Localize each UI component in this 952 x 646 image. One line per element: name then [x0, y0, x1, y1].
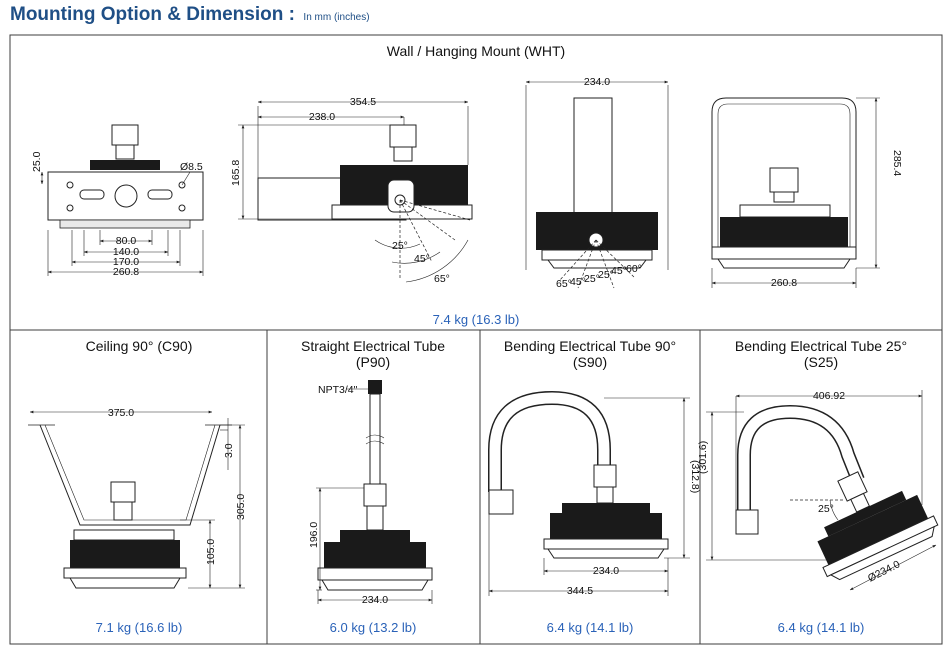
bend25-drawing	[706, 390, 939, 591]
straight-thread: NPT3/4"	[318, 384, 358, 396]
yoke-side-drawing	[711, 97, 880, 288]
wall-side-dim-238: 238.0	[309, 111, 335, 123]
outer-frame	[9, 34, 943, 645]
bend90-title-1: Bending Electrical Tube 90°	[504, 338, 676, 354]
wall-side-angle-25: 25°	[392, 240, 408, 252]
wall-side-angle-65: 65°	[434, 273, 450, 285]
wall-side-dim-354: 354.5	[350, 96, 376, 108]
title-text: Mounting Option & Dimension :	[10, 4, 295, 25]
yoke-front-angle-25b: 25°	[598, 269, 614, 281]
unit-note: In mm (inches)	[303, 12, 370, 23]
wall-front-dim-260: 260.8	[113, 266, 139, 278]
yoke-front-angle-45b: 45°	[611, 265, 627, 277]
bend90-weight: 6.4 kg (14.1 lb)	[547, 620, 634, 635]
yoke-front-drawing	[525, 80, 669, 289]
yoke-front-dim-234: 234.0	[584, 76, 610, 88]
bend25-title-2: (S25)	[804, 354, 838, 370]
straight-title-1: Straight Electrical Tube	[301, 338, 445, 354]
bend25-title-1: Bending Electrical Tube 25°	[735, 338, 907, 354]
bend25-dim-301: (301.6)	[697, 441, 709, 474]
wall-front-dim-170: 170.0	[113, 256, 139, 268]
straight-dim-196: 196.0	[308, 522, 320, 548]
wall-side-dim-165: 165.8	[230, 160, 242, 186]
yoke-front-angle-25a: 25°	[584, 273, 600, 285]
wall-title: Wall / Hanging Mount (WHT)	[387, 43, 565, 59]
wall-front-dim-hole: Ø8.5	[180, 161, 203, 173]
yoke-side-dim-260: 260.8	[771, 277, 797, 289]
straight-title-2: (P90)	[356, 354, 390, 370]
bend25-dim-406: 406.92	[813, 390, 845, 402]
yoke-front-angle-45: 45°	[570, 276, 586, 288]
wall-side-drawing	[238, 100, 473, 283]
straight-dim-234: 234.0	[362, 594, 388, 606]
wall-front-drawing	[40, 124, 204, 276]
ceiling-title: Ceiling 90° (C90)	[86, 338, 193, 354]
yoke-side-dim-285: 285.4	[891, 150, 903, 176]
ceiling-drawing	[28, 410, 245, 589]
bend90-dim-234: 234.0	[593, 565, 619, 577]
ceiling-dim-105: 105.0	[205, 539, 217, 565]
wall-weight: 7.4 kg (16.3 lb)	[433, 312, 520, 327]
wall-front-dim-80: 80.0	[116, 235, 137, 247]
bend90-dim-344: 344.5	[567, 585, 593, 597]
bend25-angle-25: 25°	[818, 503, 834, 515]
straight-weight: 6.0 kg (13.2 lb)	[330, 620, 417, 635]
bend90-dim-312: (312.8)	[689, 460, 701, 493]
bend90-title-2: (S90)	[573, 354, 607, 370]
wall-front-dim-25: 25.0	[31, 151, 43, 172]
ceiling-weight: 7.1 kg (16.6 lb)	[96, 620, 183, 635]
wall-side-angle-45: 45°	[414, 253, 430, 265]
ceiling-dim-3: 3.0	[223, 443, 235, 458]
wall-front-dim-140: 140.0	[113, 246, 139, 258]
bend25-weight: 6.4 kg (14.1 lb)	[778, 620, 865, 635]
yoke-front-angle-60: 60°	[626, 263, 642, 275]
page-title: Mounting Option & Dimension : In mm (inc…	[10, 4, 370, 26]
ceiling-dim-305: 305.0	[235, 494, 247, 520]
bend90-drawing	[488, 390, 690, 596]
straight-drawing	[316, 380, 433, 604]
yoke-front-angle-65: 65°	[556, 278, 572, 290]
ceiling-dim-375: 375.0	[108, 407, 134, 419]
